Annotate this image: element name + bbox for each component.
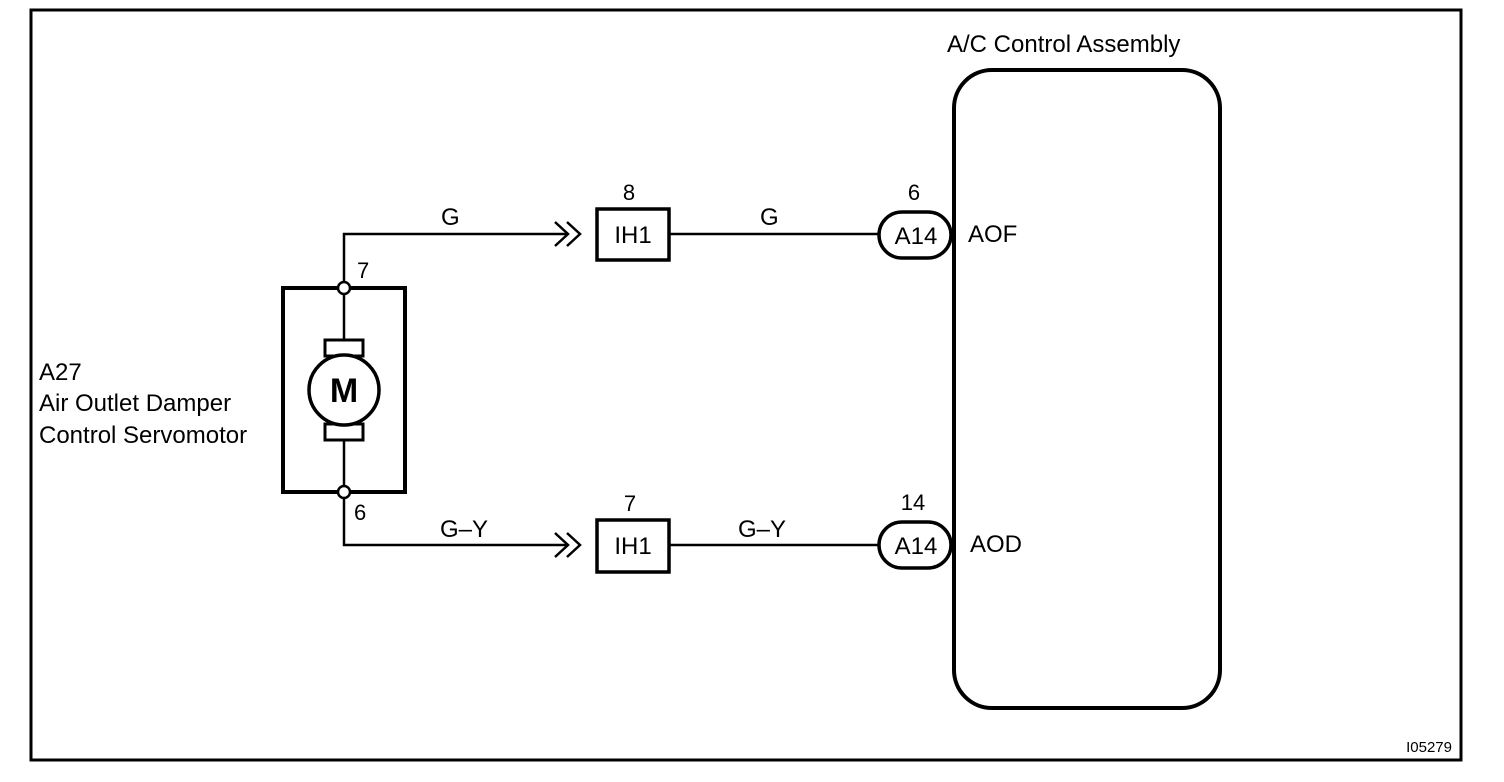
top-junction-box <box>595 207 671 262</box>
top-connector-pin: 6 <box>908 180 920 205</box>
bottom-connector-a14 <box>877 520 953 570</box>
bottom-connector-label: A14 <box>895 533 938 560</box>
pin-7-terminal <box>336 280 352 296</box>
ac-control-assembly-box <box>952 68 1222 710</box>
top-wire-color-left: G <box>441 204 460 231</box>
top-junction-label: IH1 <box>614 222 651 249</box>
servomotor-pin-bottom: 6 <box>354 500 366 525</box>
top-junction-pin: 8 <box>623 180 635 205</box>
top-wire-color-right: G <box>760 204 779 231</box>
terminal-aof-label: AOF <box>968 221 1017 248</box>
terminal-aod-label: AOD <box>970 531 1022 558</box>
bottom-junction-box <box>595 518 671 574</box>
figure-code: I05279 <box>1406 739 1452 756</box>
top-connector-a14 <box>877 210 953 260</box>
bottom-wire-color-left: G–Y <box>440 516 488 543</box>
ac-control-assembly-title: A/C Control Assembly <box>947 31 1180 58</box>
top-chevron-1-icon <box>554 221 570 247</box>
bottom-wire-color-right: G–Y <box>738 516 786 543</box>
top-chevron-2-icon <box>566 221 582 247</box>
servomotor-connector-code: A27 <box>39 359 82 386</box>
pin-6-terminal <box>336 484 352 500</box>
servomotor-pin-top: 7 <box>357 258 369 283</box>
bottom-junction-pin: 7 <box>624 491 636 516</box>
bottom-wire-left <box>342 492 566 547</box>
motor-icon <box>307 353 381 427</box>
motor-symbol: M <box>330 372 358 410</box>
bottom-junction-label: IH1 <box>614 533 651 560</box>
bottom-chevron-1-icon <box>554 532 570 558</box>
top-connector-label: A14 <box>895 223 938 250</box>
servomotor-name-line2: Control Servomotor <box>39 422 247 449</box>
servomotor-name-line1: Air Outlet Damper <box>39 390 231 417</box>
bottom-chevron-2-icon <box>566 532 582 558</box>
bottom-connector-pin: 14 <box>901 490 925 515</box>
diagram-frame <box>29 8 1463 762</box>
top-wire-left <box>342 232 566 288</box>
